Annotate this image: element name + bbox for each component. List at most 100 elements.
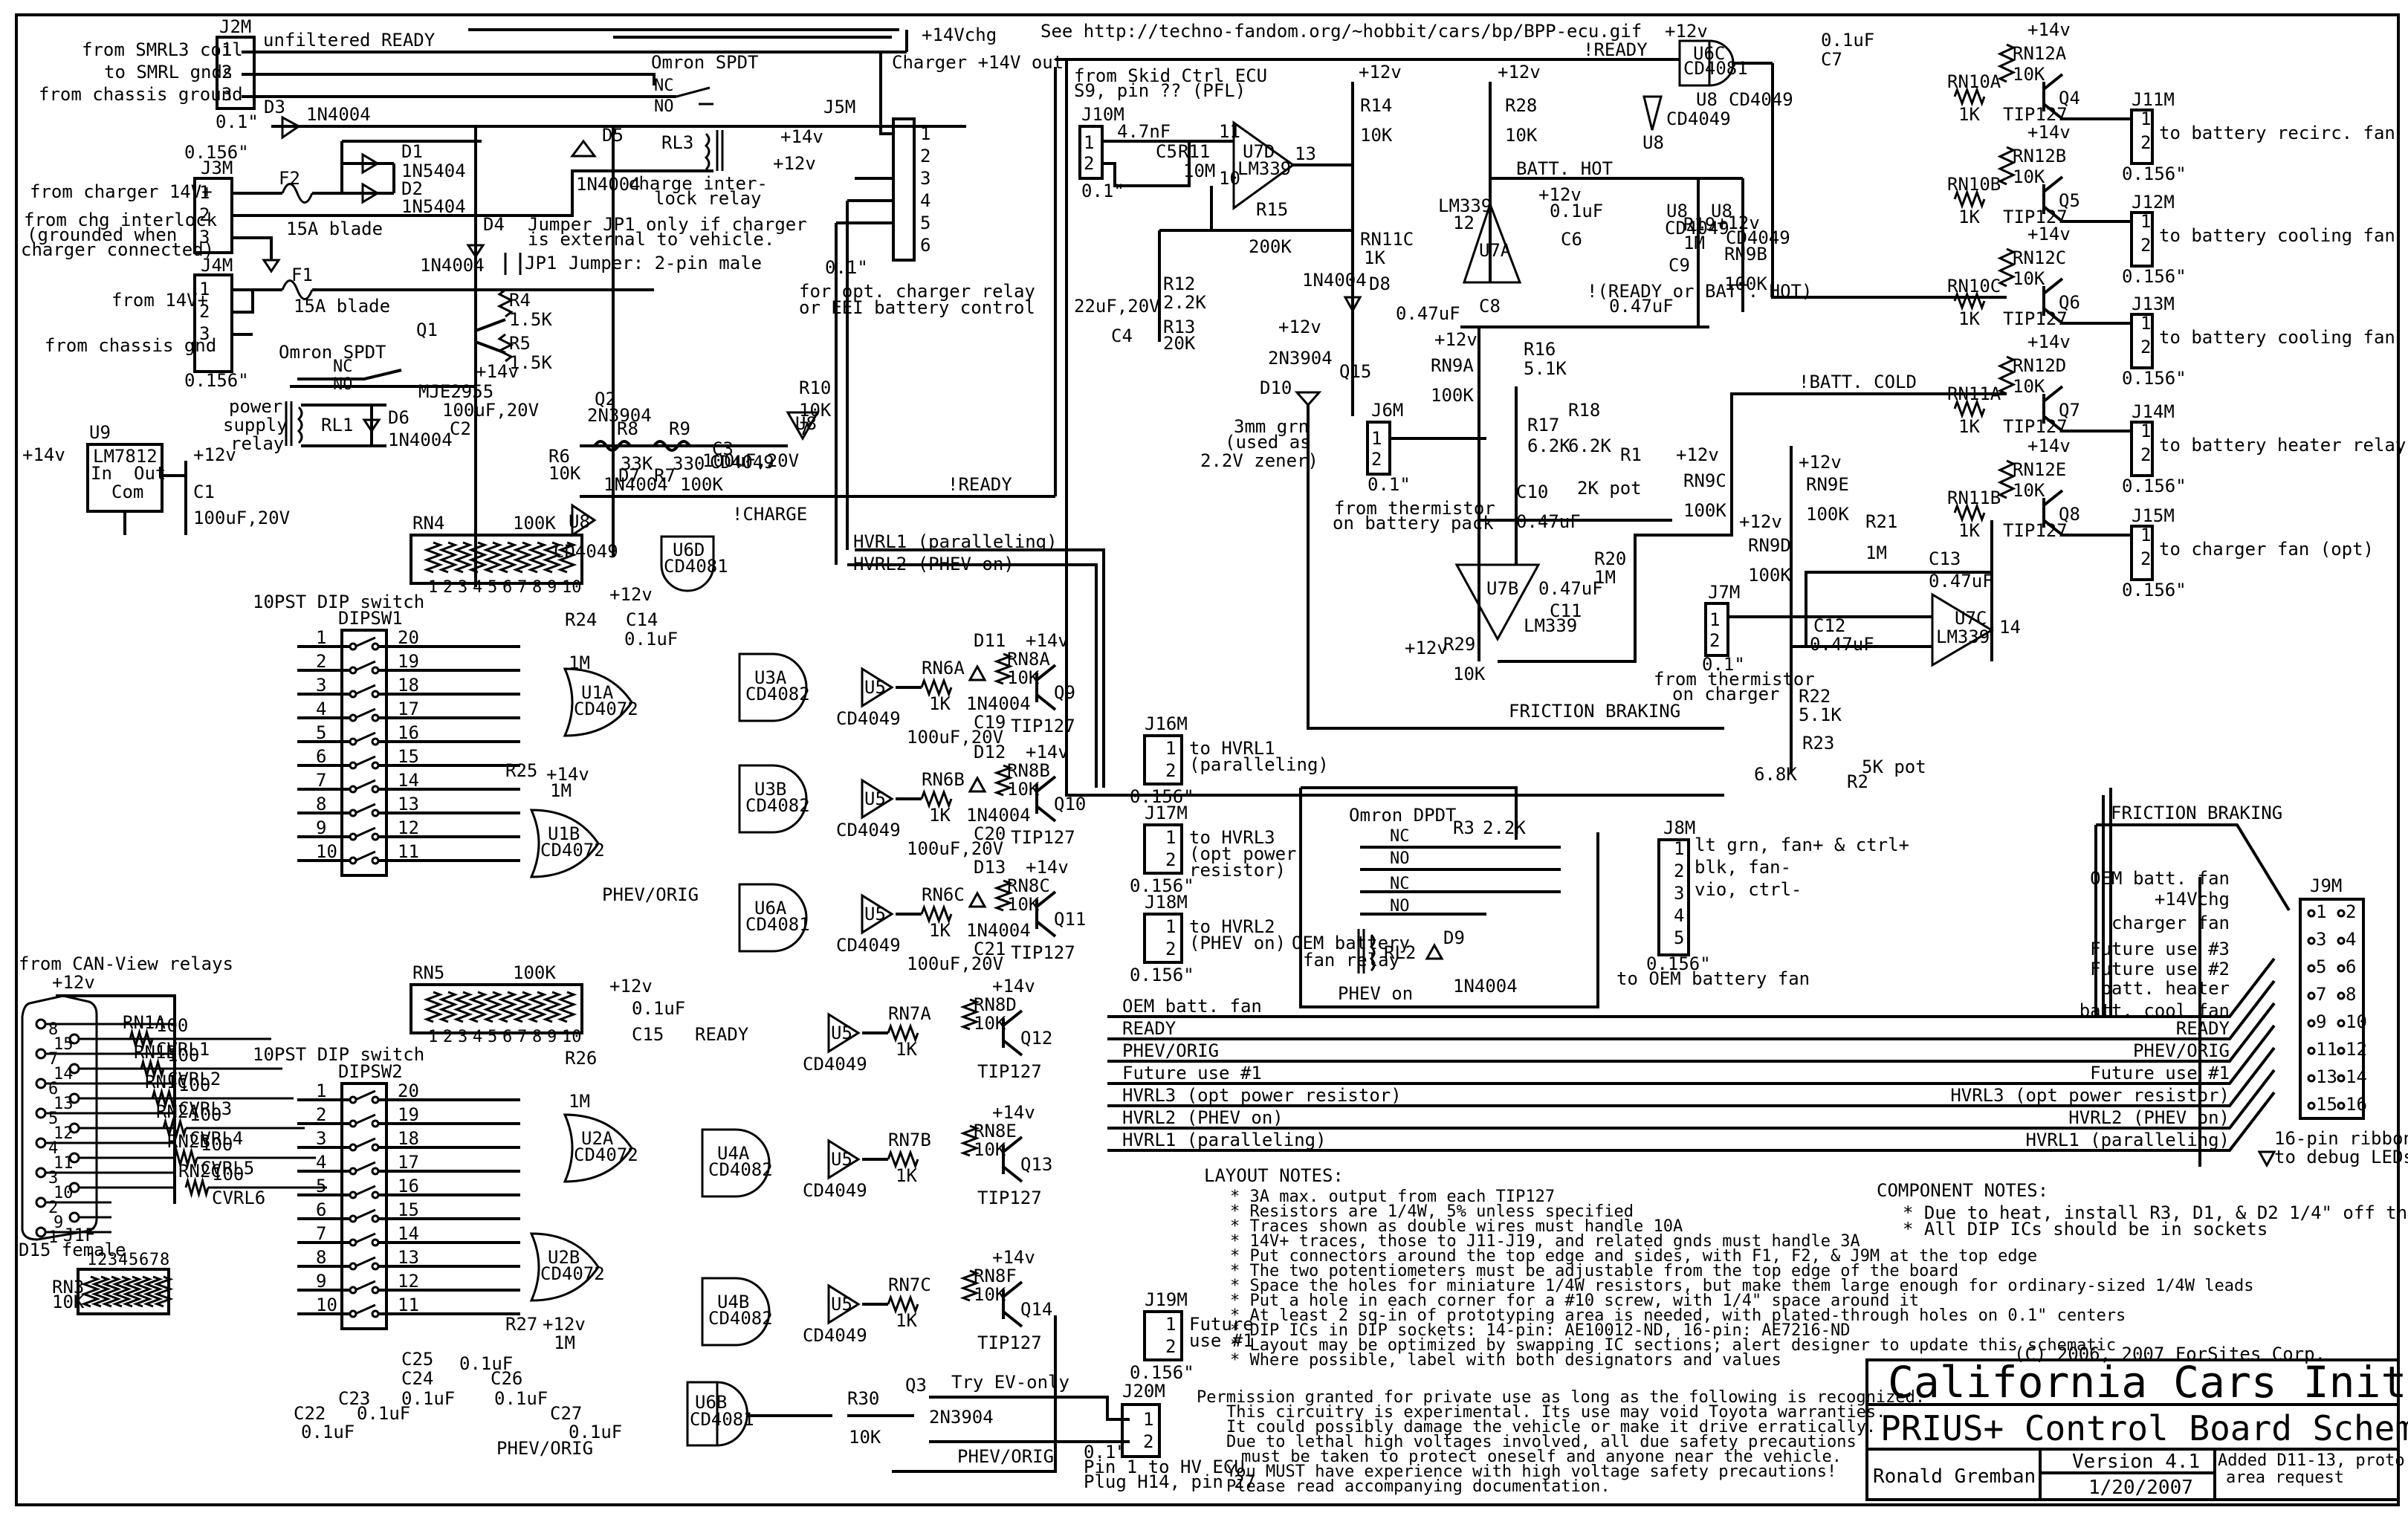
connector-body <box>1143 1310 1183 1361</box>
can-resistor <box>173 1147 198 1169</box>
j8m-pin1-label: lt grn, fan+ & ctrl+ <box>1695 835 1909 855</box>
network-resistor <box>438 541 459 574</box>
r16-val: 5.1K <box>1524 358 1567 379</box>
svg-text:NC: NC <box>1390 827 1410 846</box>
bus-label-left: HVRL1 (paralleling) <box>1122 1130 1327 1150</box>
can-resistor <box>151 1087 176 1110</box>
pullup-value: 10K <box>1007 667 1040 688</box>
net-phev-orig-q3: PHEV/ORIG <box>957 1446 1054 1467</box>
j8m-pin3-label: vio, ctrl- <box>1695 879 1802 900</box>
svg-text:R18: R18 <box>1568 400 1600 421</box>
network-resistor <box>497 541 518 574</box>
d6-part: 1N4004 <box>388 430 453 450</box>
switch-contact <box>349 666 357 675</box>
network-resistor <box>467 541 488 574</box>
bus-label-left: Future use #1 <box>1122 1063 1262 1083</box>
supply-label: +14v <box>1026 630 1069 651</box>
svg-text:U6B: U6B <box>695 1392 727 1413</box>
switch-contact <box>371 1309 380 1318</box>
can-resistor-ref: RN1A <box>123 1012 166 1033</box>
inverter-part: CD4049 <box>836 935 901 956</box>
svg-text:C15: C15 <box>632 1024 664 1045</box>
svg-text:R25: R25 <box>505 760 537 781</box>
connector-body <box>2130 525 2154 581</box>
cap-value: 100uF,20V <box>907 838 1003 859</box>
svg-text:14: 14 <box>1999 617 2021 638</box>
switch-lever <box>355 803 376 814</box>
rl1-ref: RL1 <box>321 415 353 435</box>
svg-text:C22: C22 <box>294 1403 326 1424</box>
component-notes-heading: COMPONENT NOTES: <box>1877 1180 2048 1201</box>
rl1-desc2: supply <box>223 415 288 435</box>
r20-val: 1M <box>1594 567 1616 588</box>
reference-url: See http://techno-fandom.org/~hobbit/car… <box>1040 21 1642 42</box>
base-resistor <box>1953 189 1986 210</box>
dip-pin-right: 17 <box>398 1152 419 1173</box>
svg-text:U8: U8 <box>1711 201 1732 221</box>
switch-lever <box>355 1113 376 1125</box>
transistor-ref: Q10 <box>1054 794 1086 814</box>
r8-val: 33K <box>621 453 653 474</box>
q1-part: MJE2955 <box>418 381 493 402</box>
switch-lever <box>355 826 376 838</box>
net-p12-rn9b: +12v <box>1717 213 1760 233</box>
dipsw2-ref: DIPSW2 <box>338 1061 403 1082</box>
svg-text:U8: U8 <box>1642 132 1664 153</box>
svg-text:R21: R21 <box>1865 511 1897 532</box>
switch-contact <box>349 737 357 746</box>
switch-contact <box>349 1119 357 1128</box>
network-resistor <box>512 991 533 1023</box>
net-p12-rn9e: +12v <box>1799 452 1842 473</box>
base-resistor <box>887 1294 919 1315</box>
pin-number: 2 <box>1165 939 1176 959</box>
pullup-ref: RN8A <box>1007 649 1050 670</box>
pin-contact <box>2307 1019 2316 1028</box>
c24-val: 0.1uF <box>401 1388 455 1409</box>
pullup-value: 10K <box>2013 64 2045 85</box>
j4m-connector: J4M 123 from 14V+ from chassis gnd 0.156… <box>45 255 249 391</box>
pin-number: 1 <box>2140 108 2151 129</box>
svg-text:1: 1 <box>199 182 210 203</box>
pullup-resistor <box>1997 247 2016 288</box>
j2m-pin2-label: to SMRL gnds <box>104 62 233 82</box>
svg-text:3: 3 <box>199 227 210 247</box>
base-resistor-value: 1K <box>896 1039 917 1060</box>
j9m-signal-label: OEM batt. fan <box>2090 868 2230 889</box>
inverter-ref: U5 <box>864 904 886 924</box>
network-resistor <box>453 541 473 574</box>
net-p12-j5m: +12v <box>773 153 816 174</box>
r18-val: 6.2K <box>1568 435 1611 456</box>
pullup-ref: RN12A <box>2013 43 2067 64</box>
j6m-ref: J6M <box>1371 400 1403 421</box>
pin-contact <box>2307 936 2316 945</box>
net-p12-c6: +12v <box>1538 184 1582 205</box>
transistor <box>2042 489 2133 537</box>
dip-pin-right: 17 <box>398 699 419 719</box>
switch-lever <box>355 636 376 648</box>
connector-ref: J15M <box>2132 505 2175 526</box>
connector-body <box>2130 108 2154 165</box>
svg-text:R22: R22 <box>1799 686 1831 707</box>
pullup-resistor <box>1997 146 2016 186</box>
transistor-ref: Q11 <box>1054 909 1086 930</box>
pin-number: 2 <box>2140 548 2151 569</box>
base-resistor-ref: RN11A <box>1947 383 2001 404</box>
gate-part: CD4082 <box>708 1308 773 1329</box>
switch-contact <box>371 690 380 699</box>
pin-contact <box>35 1018 47 1030</box>
svg-text:2: 2 <box>1143 1431 1153 1452</box>
layout-notes: * 3A max. output from each TIP127* Resis… <box>1230 1188 2254 1370</box>
svg-text:7: 7 <box>799 418 809 439</box>
switch-contact <box>349 690 357 699</box>
switch-contact <box>371 1286 380 1295</box>
rl2-desc1: OEM battery <box>1292 933 1410 953</box>
r6-val: 10K <box>548 463 581 484</box>
inverter-part: CD4049 <box>803 1180 867 1201</box>
dip-pin-right: 11 <box>398 841 419 862</box>
gate-ref: U2B <box>548 1247 580 1268</box>
and-gate <box>738 883 808 953</box>
net-ready-n-top: !READY <box>1583 39 1648 60</box>
